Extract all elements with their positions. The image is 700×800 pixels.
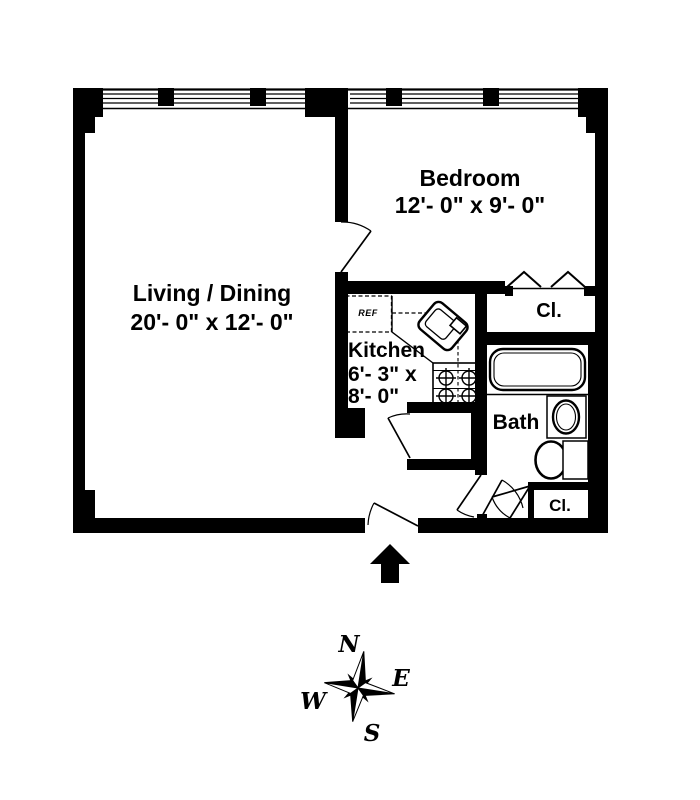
refrigerator <box>344 295 393 333</box>
compass-south-label: S <box>364 720 381 747</box>
doors <box>340 221 586 527</box>
stove <box>432 340 482 406</box>
entrance-arrow-icon <box>370 544 410 583</box>
toilet <box>534 440 589 480</box>
bath-fixtures <box>488 347 589 480</box>
compass-north-label: N <box>337 631 360 658</box>
entry-door-swing <box>367 502 419 527</box>
living-dining-label: Living / Dining <box>133 280 291 306</box>
kitchen-dimensions-line1: 6'- 3" x <box>348 363 417 386</box>
hall-door-swing <box>480 479 524 519</box>
bathtub <box>488 347 587 392</box>
refrigerator-label: REF <box>358 308 378 318</box>
bedroom-door-swing <box>340 221 372 273</box>
living-dining-dimensions: 20'- 0" x 12'- 0" <box>130 309 293 335</box>
kitchen-sink <box>417 300 469 352</box>
entry-closet-door-swing <box>387 413 411 459</box>
window-glazing-lines <box>103 93 578 104</box>
room-labels: Living / Dining 20'- 0" x 12'- 0" Bedroo… <box>130 165 570 515</box>
compass-east-label: E <box>391 665 410 692</box>
compass-rose-icon: N E W S <box>300 631 410 747</box>
window-wall <box>73 88 608 110</box>
hall-closet-door-swing <box>491 485 531 519</box>
compass-west-label: W <box>300 688 328 715</box>
bath-label: Bath <box>493 411 540 434</box>
bath-door-swing <box>456 474 482 518</box>
kitchen-label: Kitchen <box>348 339 425 362</box>
bedroom-dimensions: 12'- 0" x 9'- 0" <box>395 192 545 218</box>
compass-main-star <box>324 651 395 722</box>
kitchen-dimensions-line2: 8'- 0" <box>348 385 399 408</box>
bedroom-closet-label: Cl. <box>536 300 562 322</box>
bathroom-sink <box>546 395 587 439</box>
walls <box>73 88 608 533</box>
burners <box>436 368 479 406</box>
bedroom-label: Bedroom <box>420 165 521 191</box>
kitchen-fixtures <box>344 295 482 406</box>
bedroom-closet-bifold-doors <box>506 270 586 288</box>
hall-closet-label: Cl. <box>549 496 571 515</box>
